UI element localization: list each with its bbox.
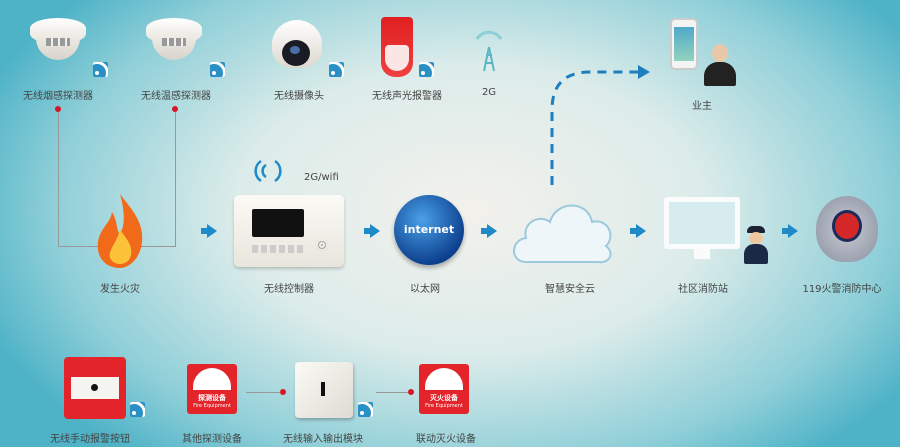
flow-arrow-icon — [201, 224, 217, 238]
connector-dot — [55, 106, 61, 112]
connector-dot — [408, 389, 414, 395]
io-module-label: 无线输入输出模块 — [283, 434, 363, 445]
wireless-icon — [419, 62, 434, 77]
wireless-icon — [210, 62, 225, 77]
heat-detector-label: 无线温感探测器 — [141, 91, 211, 102]
wireless-icon — [358, 402, 373, 417]
internet-globe-icon: internet — [394, 195, 464, 265]
camera-icon — [272, 20, 322, 68]
manual-alarm-label: 无线手动报警按钮 — [50, 434, 130, 445]
cloud-label: 智慧安全云 — [545, 284, 595, 295]
monitor-icon — [664, 197, 740, 249]
fire-icon — [97, 194, 143, 268]
camera-label: 无线摄像头 — [274, 91, 324, 102]
connector-line — [58, 112, 59, 247]
smartphone-icon — [670, 18, 698, 70]
notification-path — [550, 65, 650, 185]
flow-arrow-icon — [782, 224, 798, 238]
fire-station-label: 社区消防站 — [678, 284, 728, 295]
connector-line — [376, 392, 412, 393]
fire-center-label: 119火警消防中心 — [802, 284, 882, 295]
owner-label: 业主 — [692, 101, 712, 112]
smoke-detector-label: 无线烟感探测器 — [23, 91, 93, 102]
wireless-controller-icon — [234, 195, 344, 267]
manual-alarm-button-icon — [64, 357, 126, 419]
cloud-icon — [513, 204, 612, 264]
extinguishing-equipment-icon: 灭火设备 Fire Equipment — [419, 364, 469, 414]
signal-label: 2G/wifi — [304, 172, 339, 183]
fire-department-emblem-icon — [816, 196, 878, 262]
owner-avatar — [704, 44, 736, 86]
sound-light-alarm-label: 无线声光报警器 — [372, 91, 442, 102]
detection-box-sub: Fire Equipment — [193, 403, 231, 409]
smoke-detector-icon — [30, 18, 86, 62]
2g-label: 2G — [481, 87, 497, 98]
controller-label: 无线控制器 — [264, 284, 314, 295]
wireless-icon — [130, 402, 145, 417]
firefighter-avatar — [744, 226, 768, 264]
connector-line — [58, 246, 98, 247]
other-detection-label: 其他探测设备 — [182, 434, 242, 445]
wireless-signal-icon — [254, 159, 282, 183]
extinguishing-box-title: 灭火设备 — [430, 394, 458, 402]
connector-line — [175, 112, 176, 247]
ethernet-label: 以太网 — [410, 284, 440, 295]
detection-equipment-icon: 探测设备 Fire Equipment — [187, 364, 237, 414]
io-module-icon — [295, 362, 353, 418]
wireless-icon — [93, 62, 108, 77]
monitor-stand — [694, 249, 710, 259]
detection-box-title: 探测设备 — [198, 394, 226, 402]
globe-text: internet — [403, 223, 455, 236]
fire-label: 发生火灾 — [100, 284, 140, 295]
connector-line — [246, 392, 282, 393]
sound-light-alarm-icon — [381, 17, 413, 77]
heat-detector-icon — [146, 18, 202, 62]
flow-arrow-icon — [481, 224, 497, 238]
connector-dot — [280, 389, 286, 395]
wireless-icon — [329, 62, 344, 77]
connector-line — [140, 246, 175, 247]
flow-arrow-icon — [630, 224, 646, 238]
linked-extinguishing-label: 联动灭火设备 — [416, 434, 476, 445]
connector-dot — [172, 106, 178, 112]
2g-tower-icon — [475, 30, 503, 72]
flow-arrow-icon — [364, 224, 380, 238]
extinguishing-box-sub: Fire Equipment — [425, 403, 463, 409]
